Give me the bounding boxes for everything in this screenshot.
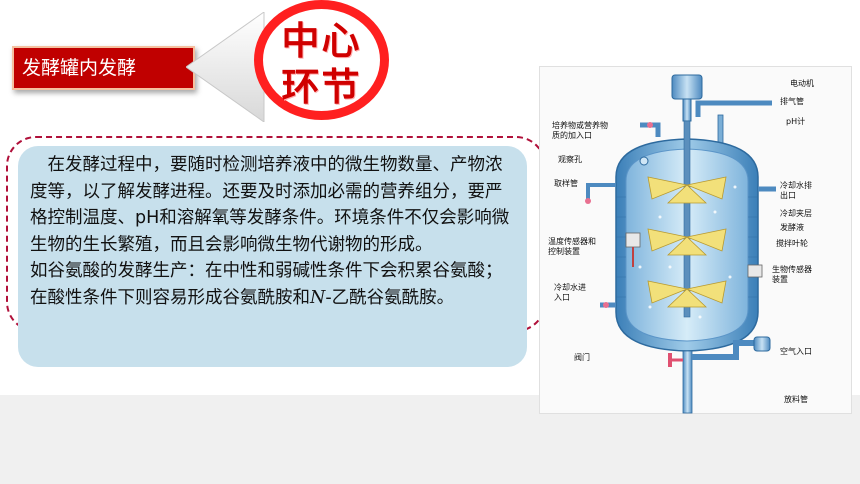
central-link-badge-text: 中心 环节 xyxy=(254,18,389,110)
label-bio-sensor: 生物传感器 装置 xyxy=(772,265,812,284)
glutamate-example: 如谷氨酸的发酵生产：在中性和弱碱性条件下会积累谷氨酸；在酸性条件下则容易形成谷氨… xyxy=(30,258,515,311)
label-viewport: 观察孔 xyxy=(558,155,582,164)
label-valve: 阀门 xyxy=(574,353,590,362)
label-impeller: 搅拌叶轮 xyxy=(776,239,808,248)
label-jacket: 冷却夹层 xyxy=(780,209,812,218)
label-temp-sensor: 温度传感器和 控制装置 xyxy=(548,237,596,256)
label-motor: 电动机 xyxy=(790,79,814,88)
badge-line-2: 环节 xyxy=(281,65,362,109)
fermentation-paragraph: 在发酵过程中，要随时检测培养液中的微生物数量、产物浓度等，以了解发酵进程。还要及… xyxy=(30,155,510,255)
label-ph-meter: pH计 xyxy=(786,117,806,126)
fermenter-diagram: 电动机 排气管 pH计 培养物或营养物 质的加入口 观察孔 取样管 冷却水排 出… xyxy=(539,66,852,414)
label-sampling: 取样管 xyxy=(554,179,578,188)
badge-line-1: 中心 xyxy=(281,19,362,63)
label-exhaust: 排气管 xyxy=(780,97,804,106)
example-prefix: 如谷氨酸的发酵生产：在中性和弱碱性条件下会积累谷氨酸；在酸性条件下则容易形成谷氨… xyxy=(30,261,503,308)
label-air-inlet: 空气入口 xyxy=(780,347,812,356)
label-coolant-in: 冷却水进 入口 xyxy=(554,283,586,302)
section-title: 发酵罐内发酵 xyxy=(12,46,195,90)
label-coolant-out: 冷却水排 出口 xyxy=(780,181,812,200)
label-broth: 发酵液 xyxy=(780,223,804,232)
example-italic: N xyxy=(310,287,326,308)
label-feed: 培养物或营养物 质的加入口 xyxy=(552,121,608,140)
text-card: 在发酵过程中，要随时检测培养液中的微生物数量、产物浓度等，以了解发酵进程。还要及… xyxy=(18,146,527,367)
example-suffix: -乙酰谷氨酰胺。 xyxy=(325,287,455,308)
label-discharge: 放料管 xyxy=(784,395,808,404)
fermenter-drawing xyxy=(585,74,776,414)
central-link-badge xyxy=(254,0,389,120)
